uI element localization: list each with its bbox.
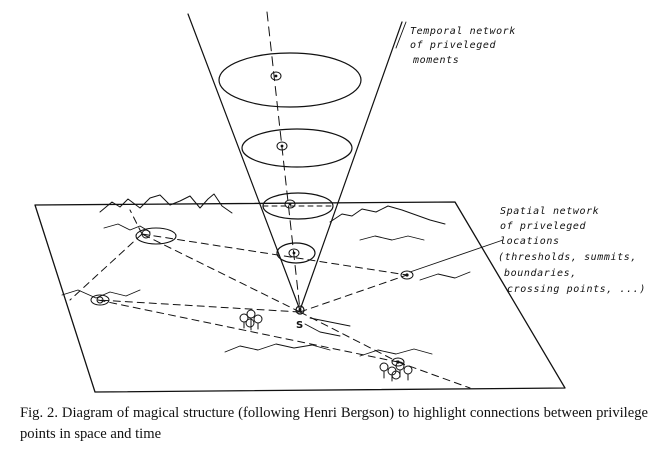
- bergson-diagram: S Temporal network of priveleged moments…: [34, 11, 646, 393]
- spatial-label-line-2: of priveleged: [500, 221, 586, 232]
- privileged-location-left: [90, 294, 110, 306]
- apex-ground-marks: [304, 317, 351, 337]
- spatial-network-lines: [69, 209, 471, 389]
- privileged-location-upper-left: [135, 227, 177, 245]
- cone-time-axis: [266, 11, 301, 311]
- cone-left-edge: [187, 13, 301, 311]
- spatial-label: Spatial network of priveleged locations …: [498, 206, 646, 295]
- spatial-label-line-5: boundaries,: [504, 268, 577, 279]
- spatial-leader: [409, 239, 504, 273]
- hill-left: [103, 223, 151, 233]
- mountains-left: [99, 193, 233, 214]
- time-slice-3: [262, 192, 334, 220]
- temporal-label-line-2: of priveleged: [410, 40, 496, 51]
- spatial-label-line-6: crossing points, ...): [507, 284, 646, 295]
- hill-right: [359, 235, 425, 241]
- time-slice-1: [218, 52, 362, 108]
- temporal-label-line-1: Temporal network: [410, 26, 516, 37]
- spatial-label-line-1: Spatial network: [500, 206, 599, 217]
- cone-right-edge: [299, 21, 403, 311]
- ridge-bottom: [224, 343, 331, 353]
- apex-label: S: [296, 320, 303, 331]
- ground-plane: [34, 201, 566, 393]
- privileged-location-right: [400, 270, 414, 280]
- apex-point: [295, 305, 305, 315]
- spatial-label-line-3: locations: [500, 236, 560, 247]
- figure-caption: Fig. 2. Diagram of magical structure (fo…: [20, 405, 648, 442]
- time-slice-2: [241, 128, 353, 168]
- diagram-canvas: S Temporal network of priveleged moments…: [34, 11, 646, 393]
- ridge-bottom-right: [359, 348, 433, 357]
- temporal-label: Temporal network of priveleged moments: [410, 26, 516, 66]
- spatial-label-line-4: (thresholds, summits,: [498, 252, 637, 263]
- mountains-right: [329, 205, 446, 225]
- privileged-location-bottom-right: [391, 357, 405, 367]
- ridge-right: [419, 271, 471, 281]
- temporal-leader: [395, 21, 407, 49]
- temporal-label-line-3: moments: [412, 55, 459, 66]
- tree-cluster-middle: [239, 309, 263, 331]
- time-slice-4: [276, 242, 316, 264]
- tree-cluster-bottom-right: [379, 361, 413, 382]
